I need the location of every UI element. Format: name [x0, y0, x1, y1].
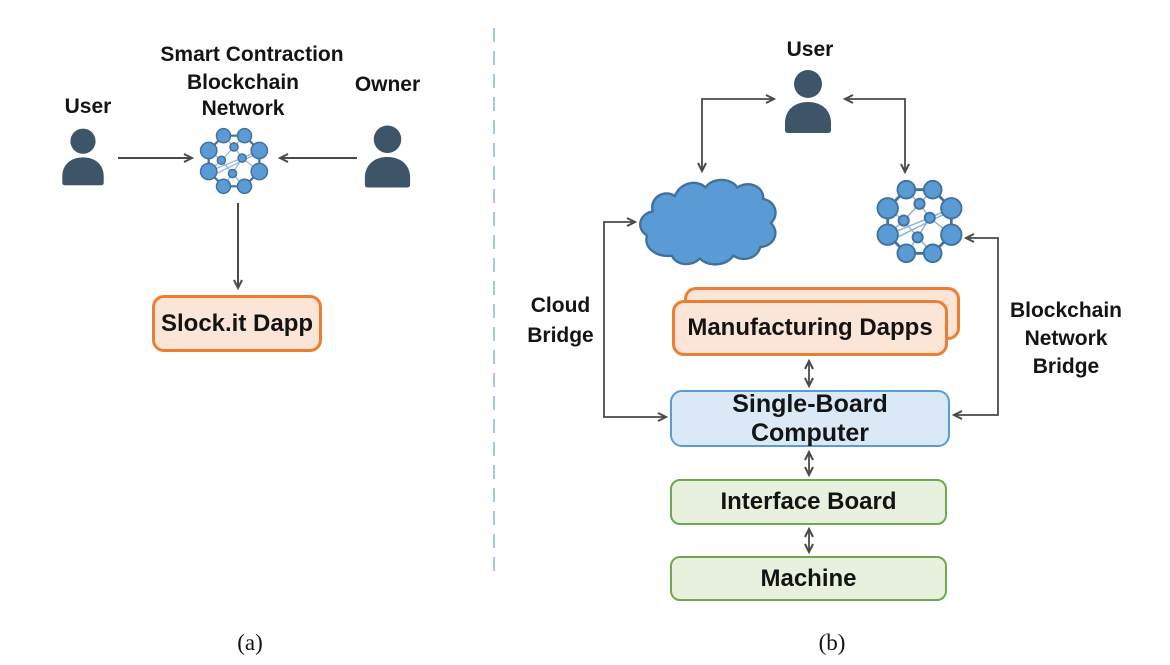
- panel-a-owner-label: Owner: [354, 73, 421, 96]
- blockchain-network-icon: [197, 123, 271, 199]
- manufacturing-dapps-box: Manufacturing Dapps: [672, 300, 948, 356]
- panel-a-title: Smart Contraction: [160, 43, 344, 66]
- interface-board-box: Interface Board: [670, 479, 947, 525]
- single-board-computer-box: Single-Board Computer: [670, 390, 950, 447]
- interface-board-label: Interface Board: [720, 488, 897, 515]
- person-icon: [358, 124, 417, 188]
- slockit-dapp-label: Slock.it Dapp: [160, 309, 314, 337]
- panel-a-subtitle-line2: Network: [201, 97, 285, 120]
- blockchain-network-icon: [871, 175, 968, 268]
- blockchain-network-bridge-label: Blockchain Network Bridge: [1000, 297, 1132, 381]
- cloud-icon: [634, 175, 781, 271]
- person-icon: [778, 69, 838, 133]
- person-icon: [56, 125, 110, 188]
- blockchain-bridge-label-line2: Network: [1024, 327, 1108, 350]
- blockchain-bridge-label-line3: Bridge: [1032, 355, 1100, 378]
- connector-cloud-bridge: [603, 222, 666, 417]
- connector-user-network: [845, 99, 905, 172]
- cloud-bridge-label: Cloud Bridge: [503, 291, 618, 351]
- panel-a-subtitle: Blockchain Network: [148, 70, 338, 122]
- manufacturing-dapps-label: Manufacturing Dapps: [687, 314, 933, 341]
- blockchain-bridge-label-line1: Blockchain: [1009, 299, 1123, 322]
- panel-a-subtitle-line1: Blockchain: [186, 71, 300, 94]
- connector-user-cloud: [702, 99, 774, 171]
- machine-box: Machine: [670, 556, 947, 601]
- panel-b-user-label: User: [786, 38, 834, 61]
- cloud-bridge-label-line2: Bridge: [527, 324, 594, 347]
- cloud-bridge-label-line1: Cloud: [530, 294, 591, 317]
- slockit-dapp-box: Slock.it Dapp: [152, 295, 322, 352]
- panel-b-caption: (b): [818, 630, 846, 655]
- connector-blockchain-bridge: [954, 238, 999, 415]
- machine-label: Machine: [760, 564, 857, 592]
- single-board-computer-label: Single-Board Computer: [732, 389, 888, 447]
- panel-a-user-label: User: [64, 95, 112, 118]
- panel-a-caption: (a): [237, 630, 263, 655]
